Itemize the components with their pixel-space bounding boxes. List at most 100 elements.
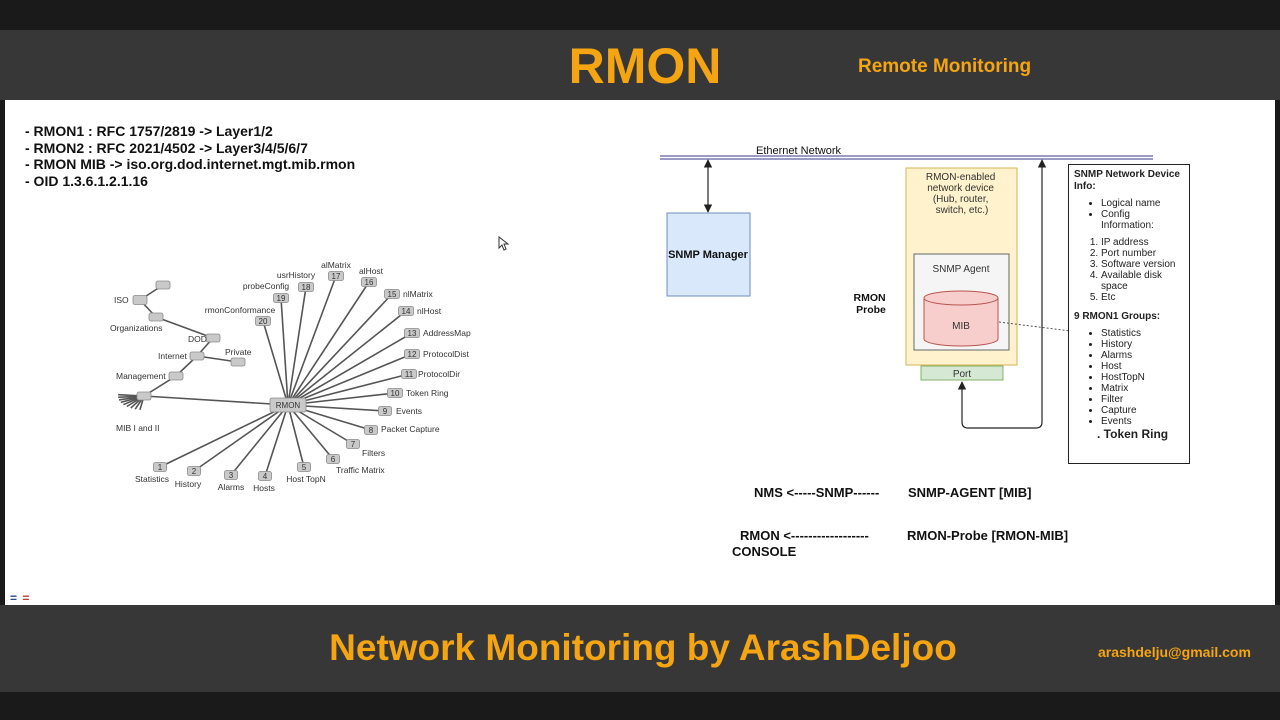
group-node-text: 20: [259, 317, 268, 326]
info-title-line: Info:: [1074, 180, 1096, 192]
device-label-line: RMON-enabled: [926, 172, 995, 183]
group-node-text: 11: [405, 370, 414, 379]
note-line: - RMON1 : RFC 1757/2819 -> Layer1/2: [25, 123, 273, 139]
page-subtitle: Remote Monitoring: [858, 56, 1032, 77]
tree-edge-group: [193, 404, 289, 472]
config-item: Port number: [1101, 248, 1189, 259]
group-label: probeConfig: [243, 281, 290, 291]
note-line: - RMON2 : RFC 2021/4502 -> Layer3/4/5/6/…: [25, 139, 308, 156]
group-item: Statistics: [1101, 328, 1189, 339]
group-node: [398, 306, 414, 316]
probe-label-line: RMON: [853, 292, 885, 304]
group-item: Alarms: [1101, 350, 1189, 361]
hierarchy-node: [148, 312, 164, 322]
group-node: [361, 277, 377, 287]
group-label: nlMatrix: [403, 289, 434, 299]
tree-edge-group: [264, 404, 289, 477]
tree-label-internet: Internet: [158, 351, 187, 361]
device-label-line: switch, etc.): [936, 205, 989, 216]
group-node-text: 17: [332, 272, 341, 281]
group-node: [273, 293, 289, 303]
group-item: Matrix: [1101, 383, 1189, 394]
port-label: Port: [953, 369, 972, 380]
group-label: Packet Capture: [381, 424, 440, 434]
config-item-text: Software version: [1101, 259, 1176, 270]
tree-edge-group: [230, 404, 289, 476]
header-bar: [0, 30, 1280, 100]
tree-edge-rmon: [143, 395, 289, 406]
tree-edge-group: [287, 373, 410, 406]
group-node: [387, 388, 403, 398]
footer-bar: [0, 605, 1280, 692]
tree-edge-group: [287, 293, 393, 406]
group-node: [404, 349, 420, 359]
mib-cylinder-top: [923, 290, 999, 306]
port-uplink: [957, 159, 1047, 429]
rmon-root-node: [269, 397, 307, 413]
group-label: Statistics: [135, 474, 169, 484]
group-node: [258, 471, 272, 481]
info-bullet-text: Logical name: [1101, 198, 1161, 209]
tree-label-mib: MIB I and II: [116, 423, 159, 433]
config-item-text: Port number: [1101, 248, 1157, 259]
footer-email[interactable]: arashdelju@gmail.com: [1098, 644, 1251, 660]
group-node-text: 2: [192, 467, 197, 476]
hierarchy-node: [230, 357, 246, 367]
group-node-text: 18: [302, 283, 311, 292]
group-node-text: 8: [369, 426, 374, 435]
tree-edge-group: [287, 310, 407, 406]
page-title: RMON: [568, 38, 722, 94]
group-item: History: [1101, 339, 1189, 350]
group-node: [346, 439, 360, 449]
group-node-text: 5: [302, 463, 307, 472]
group-node-text: 12: [408, 350, 417, 359]
info-panel-title: SNMP Network Device Info:: [1074, 169, 1189, 192]
device-info-panel: SNMP Network Device Info: Logical name C…: [1068, 164, 1190, 464]
probe-label-line: Probe: [856, 304, 886, 316]
mouse-pointer-icon: [498, 236, 510, 251]
info-title-line: SNMP Network Device: [1074, 169, 1180, 180]
tree-edge-group: [287, 286, 307, 406]
flow-rmon-console: RMON <------------------: [740, 528, 869, 543]
group-node-text: 9: [383, 407, 388, 416]
group-node-text: 16: [365, 278, 374, 287]
config-item: Etc: [1101, 292, 1189, 303]
tree-label-private: Private: [225, 347, 252, 357]
config-item: IP address: [1101, 237, 1189, 248]
group-label: rmonConformance: [205, 305, 276, 315]
group-node: [378, 406, 392, 416]
group-label: Hosts: [253, 483, 275, 493]
tree-edge-group: [287, 332, 413, 406]
flow-rmon-probe: RMON-Probe [RMON-MIB]: [907, 528, 1069, 543]
group-label: ProtocolDist: [423, 349, 469, 359]
slide-canvas: [5, 100, 1275, 605]
group-node: [364, 425, 378, 435]
group-node-text: 14: [402, 307, 411, 316]
tree-edge-group: [287, 275, 337, 406]
mib-label: MIB: [952, 321, 970, 332]
tree-label-management: Management: [116, 371, 166, 381]
info-bullet-text: Config: [1101, 209, 1130, 220]
group-node: [328, 271, 344, 281]
config-item-text: Etc: [1101, 292, 1116, 303]
config-item: Software version: [1101, 259, 1189, 270]
group-label: Traffic Matrix: [336, 465, 385, 475]
group-node-text: 10: [391, 389, 400, 398]
tree-label-organizations: Organizations: [110, 323, 162, 333]
slide-menu-icon[interactable]: = =: [10, 591, 31, 605]
group-node: [384, 289, 400, 299]
config-item-text: IP address: [1101, 237, 1149, 248]
group-label: Filters: [362, 448, 385, 458]
group-node: [297, 462, 311, 472]
tree-edge-group: [262, 320, 289, 406]
device-label-line: network device: [927, 183, 994, 194]
tree-edge-group: [287, 353, 413, 406]
group-label: alMatrix: [321, 260, 352, 270]
group-node-text: 15: [388, 290, 397, 299]
info-bullet: Logical name: [1101, 198, 1189, 209]
group-label: AddressMap: [423, 328, 471, 338]
device-label: RMON-enabled network device (Hub, router…: [926, 172, 998, 216]
group-label: nlHost: [417, 306, 442, 316]
hierarchy-node: [189, 351, 205, 361]
